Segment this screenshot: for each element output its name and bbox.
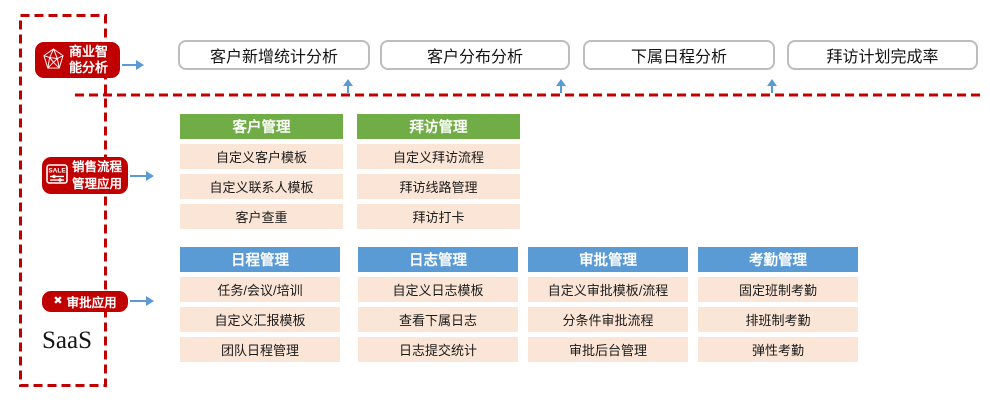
table-header: 客户管理 xyxy=(180,114,343,139)
table-row: 自定义审批模板/流程 xyxy=(528,277,688,302)
analysis-box-visit-plan-completion: 拜访计划完成率 xyxy=(787,40,978,70)
table-row: 分条件审批流程 xyxy=(528,307,688,332)
table-header: 日志管理 xyxy=(358,247,518,272)
feature-table-attendance-mgmt: 考勤管理 固定班制考勤 排班制考勤 弹性考勤 xyxy=(698,247,858,362)
bi-analysis-label: 商业智能分析 xyxy=(35,42,120,78)
table-row: 任务/会议/培训 xyxy=(180,277,340,302)
arrow-right-approval xyxy=(130,296,154,306)
sale-settings-icon: SALE xyxy=(46,164,68,187)
feature-table-customer-mgmt: 客户管理 自定义客户模板 自定义联系人模板 客户查重 xyxy=(180,114,343,229)
analysis-box-customer-new-stats: 客户新增统计分析 xyxy=(178,40,370,70)
feature-table-journal-mgmt: 日志管理 自定义日志模板 查看下属日志 日志提交统计 xyxy=(358,247,518,362)
table-row: 自定义汇报模板 xyxy=(180,307,340,332)
x-icon: ✖ xyxy=(53,295,63,307)
feature-table-approval-mgmt: 审批管理 自定义审批模板/流程 分条件审批流程 审批后台管理 xyxy=(528,247,688,362)
analysis-box-subordinate-schedule: 下属日程分析 xyxy=(583,40,775,70)
table-row: 审批后台管理 xyxy=(528,337,688,362)
table-row: 查看下属日志 xyxy=(358,307,518,332)
table-header: 考勤管理 xyxy=(698,247,858,272)
table-row: 固定班制考勤 xyxy=(698,277,858,302)
arrow-right-bi xyxy=(122,60,144,70)
table-header: 拜访管理 xyxy=(357,114,520,139)
table-row: 拜访线路管理 xyxy=(357,174,520,199)
table-row: 客户查重 xyxy=(180,204,343,229)
feature-table-schedule-mgmt: 日程管理 任务/会议/培训 自定义汇报模板 团队日程管理 xyxy=(180,247,340,362)
bi-analysis-label-text: 商业智能分析 xyxy=(69,43,109,75)
network-icon xyxy=(42,48,65,72)
sales-process-label-text: 销售流程管理应用 xyxy=(72,160,123,191)
saas-boundary-rect xyxy=(19,14,107,387)
table-header: 日程管理 xyxy=(180,247,340,272)
table-row: 弹性考勤 xyxy=(698,337,858,362)
feature-table-visit-mgmt: 拜访管理 自定义拜访流程 拜访线路管理 拜访打卡 xyxy=(357,114,520,229)
table-row: 拜访打卡 xyxy=(357,204,520,229)
table-row: 团队日程管理 xyxy=(180,337,340,362)
approval-app-label: ✖ 审批应用 xyxy=(42,291,128,312)
arrow-up-3 xyxy=(767,79,777,93)
arrow-up-1 xyxy=(343,79,353,93)
table-row: 自定义客户模板 xyxy=(180,144,343,169)
table-row: 自定义日志模板 xyxy=(358,277,518,302)
table-row: 自定义拜访流程 xyxy=(357,144,520,169)
svg-text:SALE: SALE xyxy=(48,168,66,175)
table-header: 审批管理 xyxy=(528,247,688,272)
approval-app-label-text: 审批应用 xyxy=(66,296,117,310)
table-row: 排班制考勤 xyxy=(698,307,858,332)
table-row: 自定义联系人模板 xyxy=(180,174,343,199)
arrow-right-sales xyxy=(130,171,154,181)
analysis-box-customer-distribution: 客户分布分析 xyxy=(380,40,570,70)
sales-process-label: SALE 销售流程管理应用 xyxy=(42,157,128,194)
saas-label: SaaS xyxy=(42,327,92,354)
arrow-up-2 xyxy=(556,79,566,93)
table-row: 日志提交统计 xyxy=(358,337,518,362)
